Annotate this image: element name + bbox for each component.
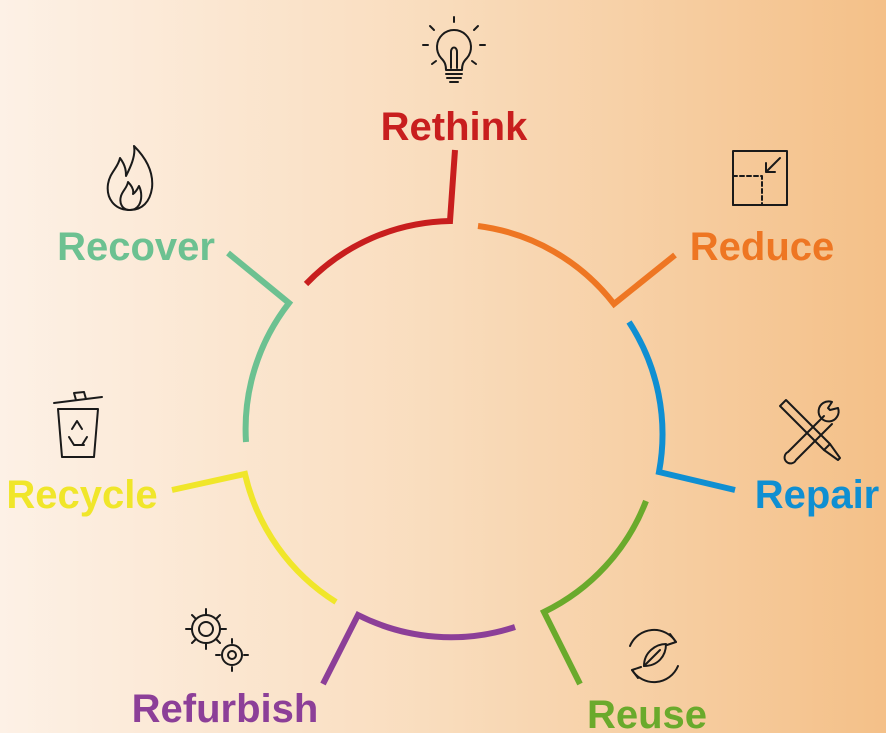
arc-reduce <box>477 223 677 309</box>
label-refurbish: Refurbish <box>132 687 319 731</box>
label-recover: Recover <box>57 225 215 269</box>
arc-recycle <box>171 470 338 605</box>
recycle-bin-icon <box>53 391 103 458</box>
arc-repair <box>626 320 736 493</box>
arc-recover <box>226 250 294 443</box>
lightbulb-icon <box>422 16 486 83</box>
tools-icon <box>779 399 841 465</box>
label-recycle: Recycle <box>6 473 157 517</box>
arc-rethink <box>303 149 458 287</box>
label-reduce: Reduce <box>690 225 835 269</box>
label-repair: Repair <box>755 473 880 517</box>
label-reuse: Reuse <box>587 693 707 733</box>
shrink-box-icon <box>732 150 788 206</box>
arc-refurbish <box>320 610 516 686</box>
label-rethink: Rethink <box>381 105 528 149</box>
arc-reuse <box>539 499 649 686</box>
gears-icon <box>185 608 249 672</box>
cycle-leaf-icon <box>629 628 679 684</box>
flame-icon <box>106 145 154 211</box>
